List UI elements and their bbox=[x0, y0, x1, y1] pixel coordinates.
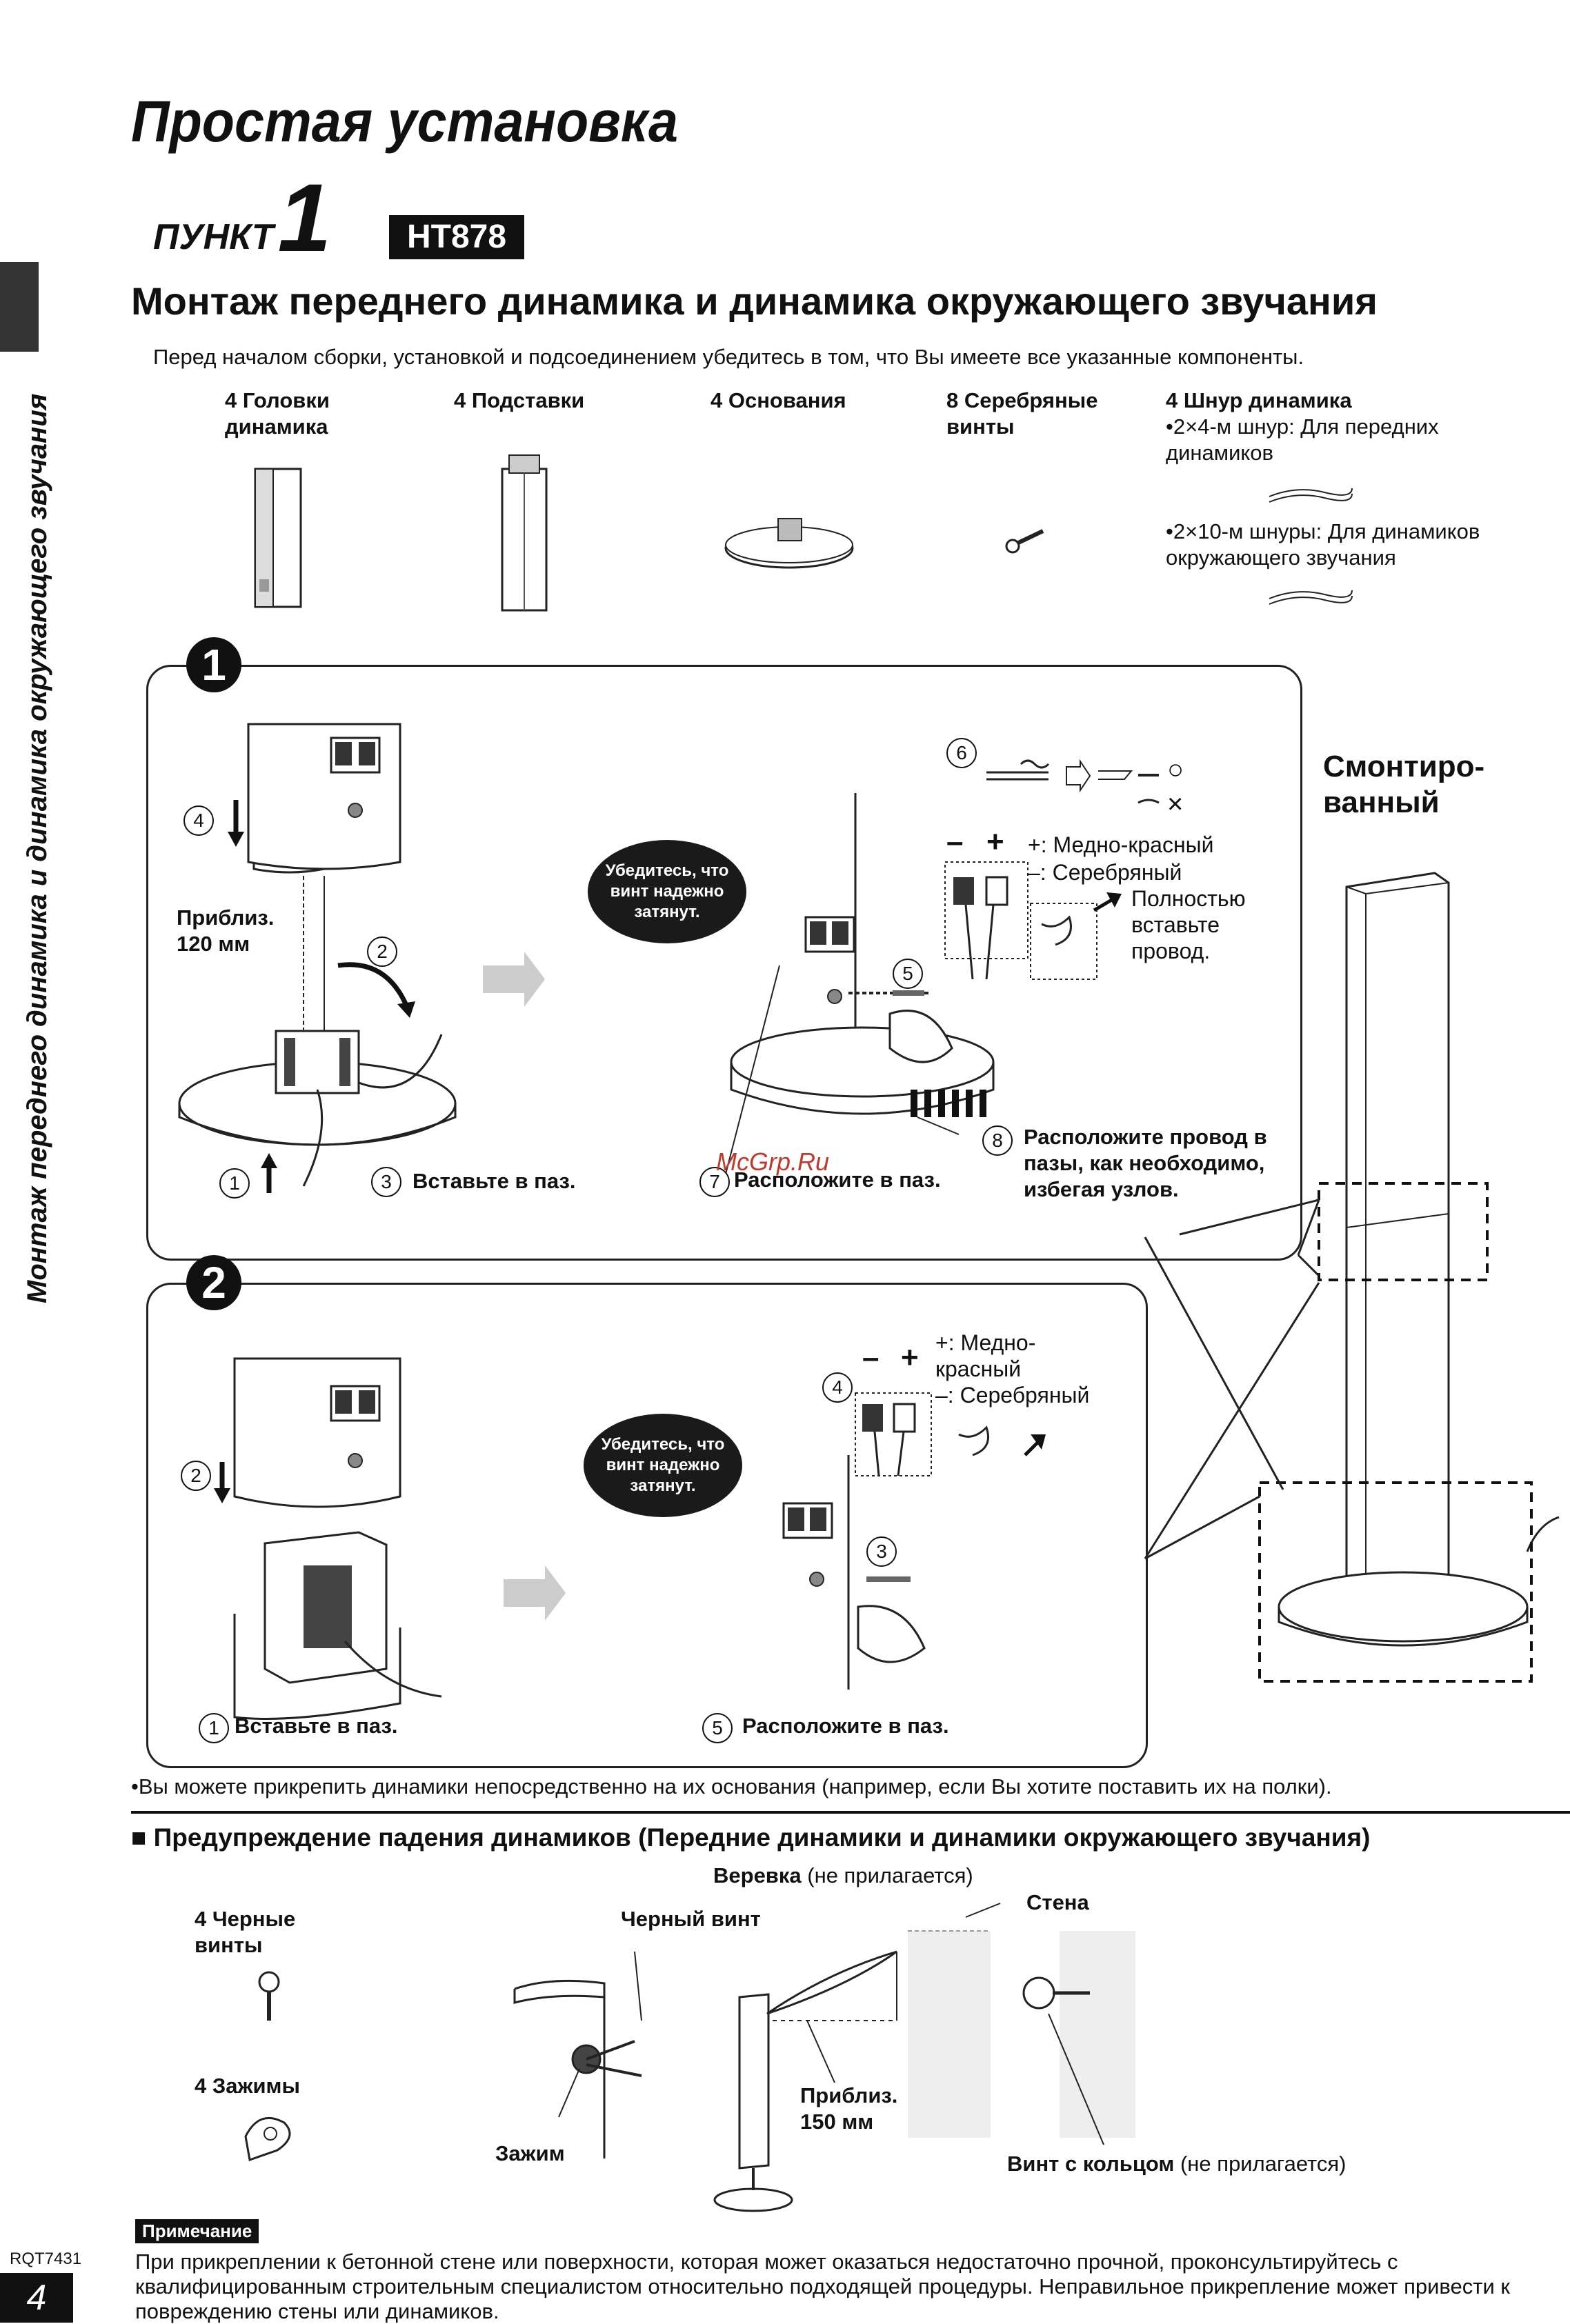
rope-label: Веревка bbox=[713, 1863, 802, 1887]
step1-num-5: 5 bbox=[893, 959, 923, 989]
warning-illustration bbox=[244, 1903, 1135, 2212]
component-illustrations bbox=[254, 454, 1353, 612]
step1-circle: 1 bbox=[186, 637, 241, 692]
step2-num-5: 5 bbox=[702, 1713, 733, 1743]
step2-minus: – bbox=[862, 1341, 880, 1374]
ring-screw-note: (не прилагается) bbox=[1180, 2152, 1347, 2176]
step1-minus-label: –: Серебряный bbox=[1028, 860, 1182, 885]
doc-code: RQT7431 bbox=[10, 2250, 82, 2268]
warning-divider bbox=[131, 1811, 1570, 1814]
speaker-head-illustration bbox=[254, 468, 302, 608]
base-illustration bbox=[724, 518, 854, 569]
step1-num-6: 6 bbox=[946, 738, 977, 768]
assembled-speaker-illustration bbox=[1144, 872, 1560, 1683]
clamp-label: Зажим bbox=[495, 2141, 565, 2165]
step1-ng-mark: × bbox=[1167, 789, 1184, 819]
note-text: При прикреплении к бетонной стене или по… bbox=[135, 2250, 1510, 2323]
component-label-stands: 4 Подставки bbox=[454, 388, 585, 412]
step2-place-text: Расположите в паз. bbox=[742, 1714, 949, 1738]
rope-label-group: Веревка (не прилагается) bbox=[713, 1863, 973, 1888]
component-label-screws: 8 Серебряные винты bbox=[946, 388, 1098, 439]
component-label-heads: 4 Головки динамика bbox=[225, 388, 330, 439]
watermark: McGrp.Ru bbox=[716, 1148, 830, 1176]
section-heading: Монтаж переднего динамика и динамика окр… bbox=[131, 279, 1378, 323]
cord-front-note: •2×4-м шнур: Для передних динамиков bbox=[1166, 414, 1439, 465]
component-label-cords: 4 Шнур динамика bbox=[1166, 388, 1352, 412]
section-intro: Перед началом сборки, установкой и подсо… bbox=[153, 345, 1304, 369]
component-label-bases: 4 Основания bbox=[711, 388, 846, 412]
step-label: пункт 1 bbox=[153, 170, 331, 266]
step1-num-7: 7 bbox=[699, 1167, 730, 1197]
step1-route-text: Расположите провод в пазы, как необходим… bbox=[1024, 1125, 1267, 1201]
black-screws-label: 4 Черные винты bbox=[195, 1907, 296, 1957]
distance-150-label: Приблиз. 150 мм bbox=[800, 2083, 898, 2134]
silver-screw-illustration bbox=[1005, 529, 1044, 554]
step1-plus: + bbox=[986, 825, 1004, 859]
step1-insert-text: Вставьте в паз. bbox=[413, 1169, 576, 1193]
step2-bubble: Убедитесь, что винт надежно затянут. bbox=[584, 1414, 742, 1517]
step1-insert-full: Полностью вставьте провод. bbox=[1131, 886, 1246, 963]
step1-plus-label: +: Медно-красный bbox=[1028, 832, 1214, 857]
step1-place-text: Расположите в паз. bbox=[734, 1168, 941, 1192]
ring-screw-label-group: Винт с кольцом (не прилагается) bbox=[1007, 2152, 1347, 2176]
cord-surround-note: •2×10-м шнуры: Для динамиков окружающего… bbox=[1166, 519, 1480, 570]
model-badge: HT878 bbox=[389, 215, 524, 259]
page-number: 4 bbox=[0, 2273, 73, 2323]
step1-num-4: 4 bbox=[183, 805, 214, 836]
warning-heading: ■ Предупреждение падения динамиков (Пере… bbox=[131, 1823, 1371, 1852]
page-title: Простая установка bbox=[131, 89, 678, 154]
step1-minus: – bbox=[946, 825, 964, 859]
step1-panel bbox=[146, 665, 1302, 1261]
step-number: 1 bbox=[277, 163, 332, 272]
step1-illustration bbox=[178, 723, 1160, 1193]
step1-distance: Приблиз. 120 мм bbox=[177, 905, 275, 956]
step-word: пункт bbox=[153, 217, 274, 257]
step2-num-3: 3 bbox=[866, 1536, 897, 1567]
assembled-label: Смонтиро-ванный bbox=[1323, 750, 1485, 819]
step2-illustration bbox=[214, 1357, 1046, 1720]
step2-minus-label: –: Серебряный bbox=[935, 1383, 1090, 1408]
step2-num-4: 4 bbox=[822, 1372, 853, 1403]
cord-illustration-surround bbox=[1269, 590, 1353, 605]
step1-num-2: 2 bbox=[367, 936, 397, 967]
side-tab-marker bbox=[0, 262, 39, 352]
step2-num-1: 1 bbox=[199, 1713, 229, 1743]
wall-label: Стена bbox=[1026, 1890, 1089, 1914]
step2-num-2: 2 bbox=[181, 1461, 211, 1491]
ring-screw-label: Винт с кольцом bbox=[1007, 2152, 1175, 2176]
step2-circle: 2 bbox=[186, 1255, 241, 1310]
cord-illustration-front bbox=[1269, 488, 1353, 503]
rope-note: (не прилагается) bbox=[807, 1863, 973, 1887]
note-label: Примечание bbox=[135, 2219, 259, 2243]
step2-plus: + bbox=[901, 1341, 919, 1374]
black-screw-label: Черный винт bbox=[621, 1907, 761, 1931]
clamps-label: 4 Зажимы bbox=[195, 2074, 300, 2098]
step2-insert-text: Вставьте в паз. bbox=[235, 1714, 398, 1738]
step1-num-3: 3 bbox=[371, 1167, 401, 1197]
step1-num-8: 8 bbox=[982, 1125, 1013, 1156]
step1-ok-mark: ○ bbox=[1167, 754, 1184, 785]
stand-illustration bbox=[501, 454, 548, 612]
step1-num-1: 1 bbox=[219, 1168, 250, 1199]
step1-bubble: Убедитесь, что винт надежно затянут. bbox=[588, 840, 746, 943]
step2-plus-label: +: Медно-красный bbox=[935, 1330, 1036, 1381]
shelf-note: •Вы можете прикрепить динамики непосредс… bbox=[131, 1774, 1332, 1799]
step2-panel bbox=[146, 1283, 1148, 1768]
